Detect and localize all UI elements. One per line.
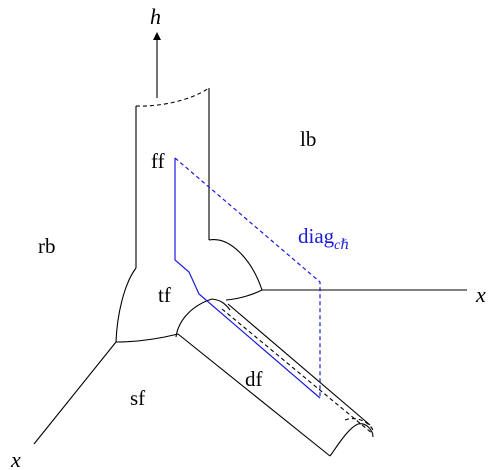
df-cylinder xyxy=(175,298,374,457)
diag-label: diagcℏ xyxy=(298,224,349,253)
face-label-df: df xyxy=(245,367,263,391)
face-label-rb: rb xyxy=(38,234,56,258)
face-label-lb: lb xyxy=(300,127,316,151)
diag-curve xyxy=(174,157,321,399)
x-axis-right-label: x xyxy=(475,282,486,307)
face-label-ff: ff xyxy=(151,149,165,173)
face-label-tf: tf xyxy=(158,283,171,307)
h-axis-label: h xyxy=(150,4,161,29)
tf-face xyxy=(115,239,263,343)
x-axis-left-label: x xyxy=(10,447,21,470)
x-axis-left xyxy=(33,341,117,445)
ff-cylinder xyxy=(135,87,210,268)
diag-label-subscript: cℏ xyxy=(334,238,349,253)
face-label-sf: sf xyxy=(130,386,145,410)
diag-label-base: diag xyxy=(298,224,335,248)
